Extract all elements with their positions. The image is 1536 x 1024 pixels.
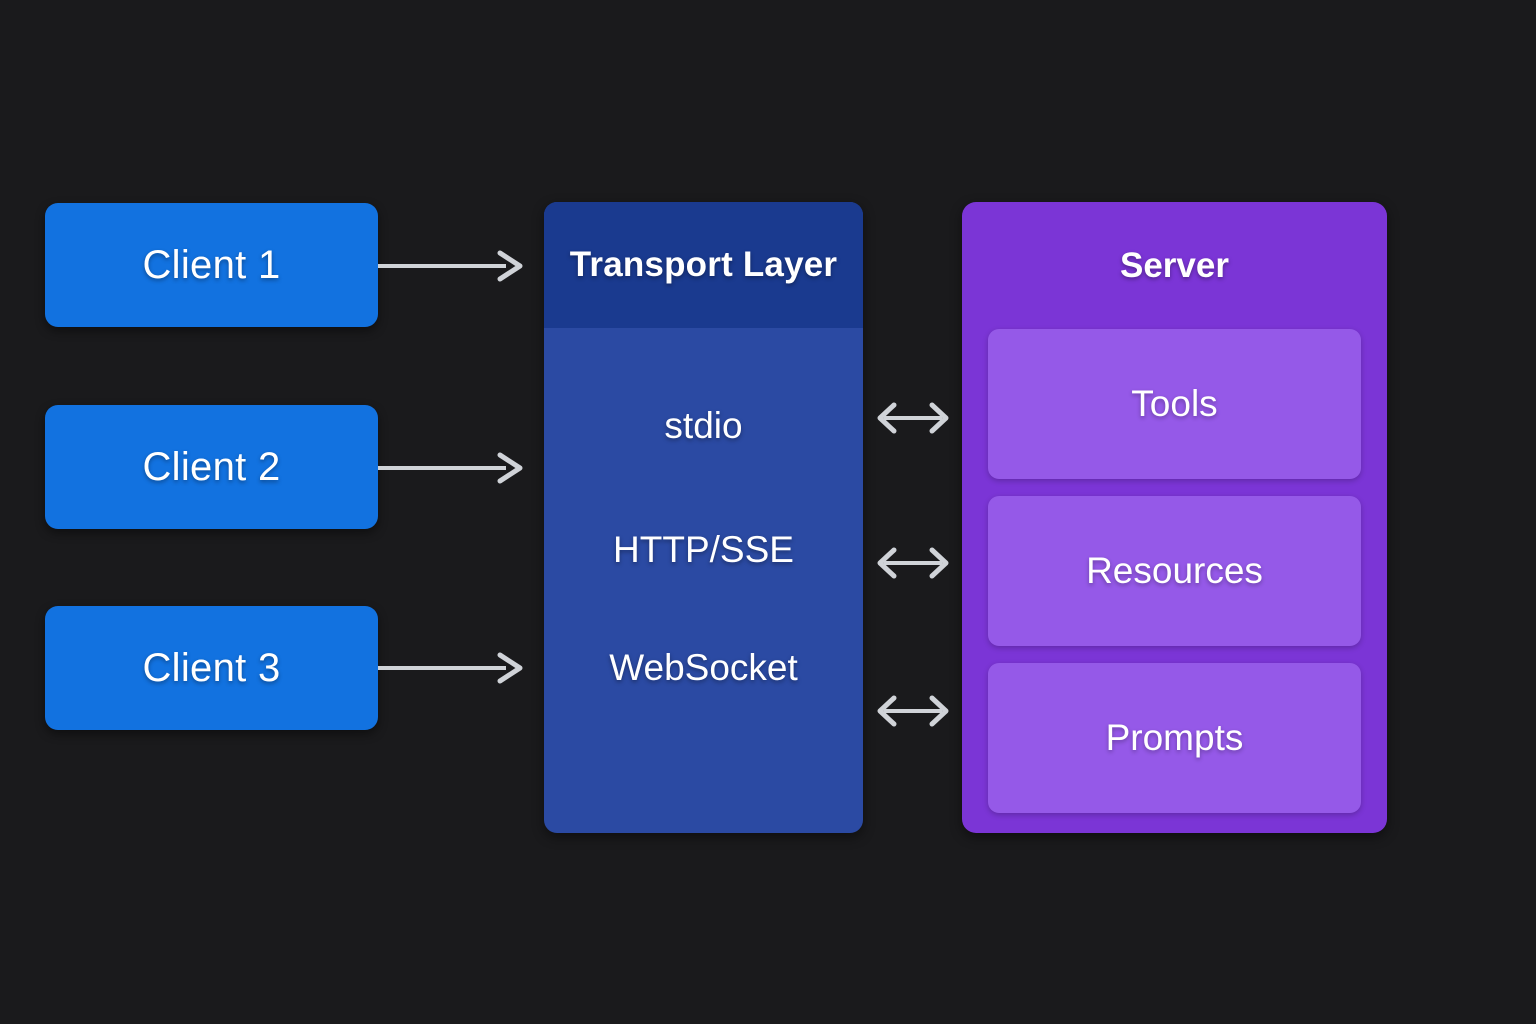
arrow-bidirectional-websocket-prompts-icon [877, 695, 949, 727]
client-box-3[interactable]: Client 3 [45, 606, 378, 730]
transport-layer-title: Transport Layer [569, 245, 838, 284]
arrow-bidirectional-httpsse-resources-icon [877, 547, 949, 579]
transport-layer-box[interactable]: Transport Layer stdio HTTP/SSE WebSocket [544, 202, 863, 833]
client-box-1[interactable]: Client 1 [45, 203, 378, 327]
server-capability-prompts-label: Prompts [1105, 717, 1244, 758]
client-box-1-label: Client 1 [142, 242, 281, 287]
transport-item-websocket[interactable]: WebSocket [609, 647, 798, 688]
server-capability-resources-label: Resources [1086, 550, 1263, 591]
arrow-client-1-to-transport-icon [378, 250, 523, 282]
arrow-client-3-to-transport-icon [378, 652, 523, 684]
arrow-client-2-to-transport-icon [378, 452, 523, 484]
server-box[interactable]: Server Tools Resources Prompts [962, 202, 1387, 833]
server-capability-tools[interactable]: Tools [988, 329, 1361, 479]
transport-layer-header: Transport Layer [544, 202, 863, 328]
transport-item-stdio[interactable]: stdio [664, 405, 743, 446]
client-box-2-label: Client 2 [142, 444, 281, 489]
transport-item-http-sse[interactable]: HTTP/SSE [613, 529, 794, 570]
client-box-2[interactable]: Client 2 [45, 405, 378, 529]
server-title: Server [1120, 246, 1229, 285]
arrow-bidirectional-stdio-tools-icon [877, 402, 949, 434]
client-box-3-label: Client 3 [142, 645, 281, 690]
server-capability-tools-label: Tools [1131, 383, 1218, 424]
server-capability-resources[interactable]: Resources [988, 496, 1361, 646]
server-capability-prompts[interactable]: Prompts [988, 663, 1361, 813]
